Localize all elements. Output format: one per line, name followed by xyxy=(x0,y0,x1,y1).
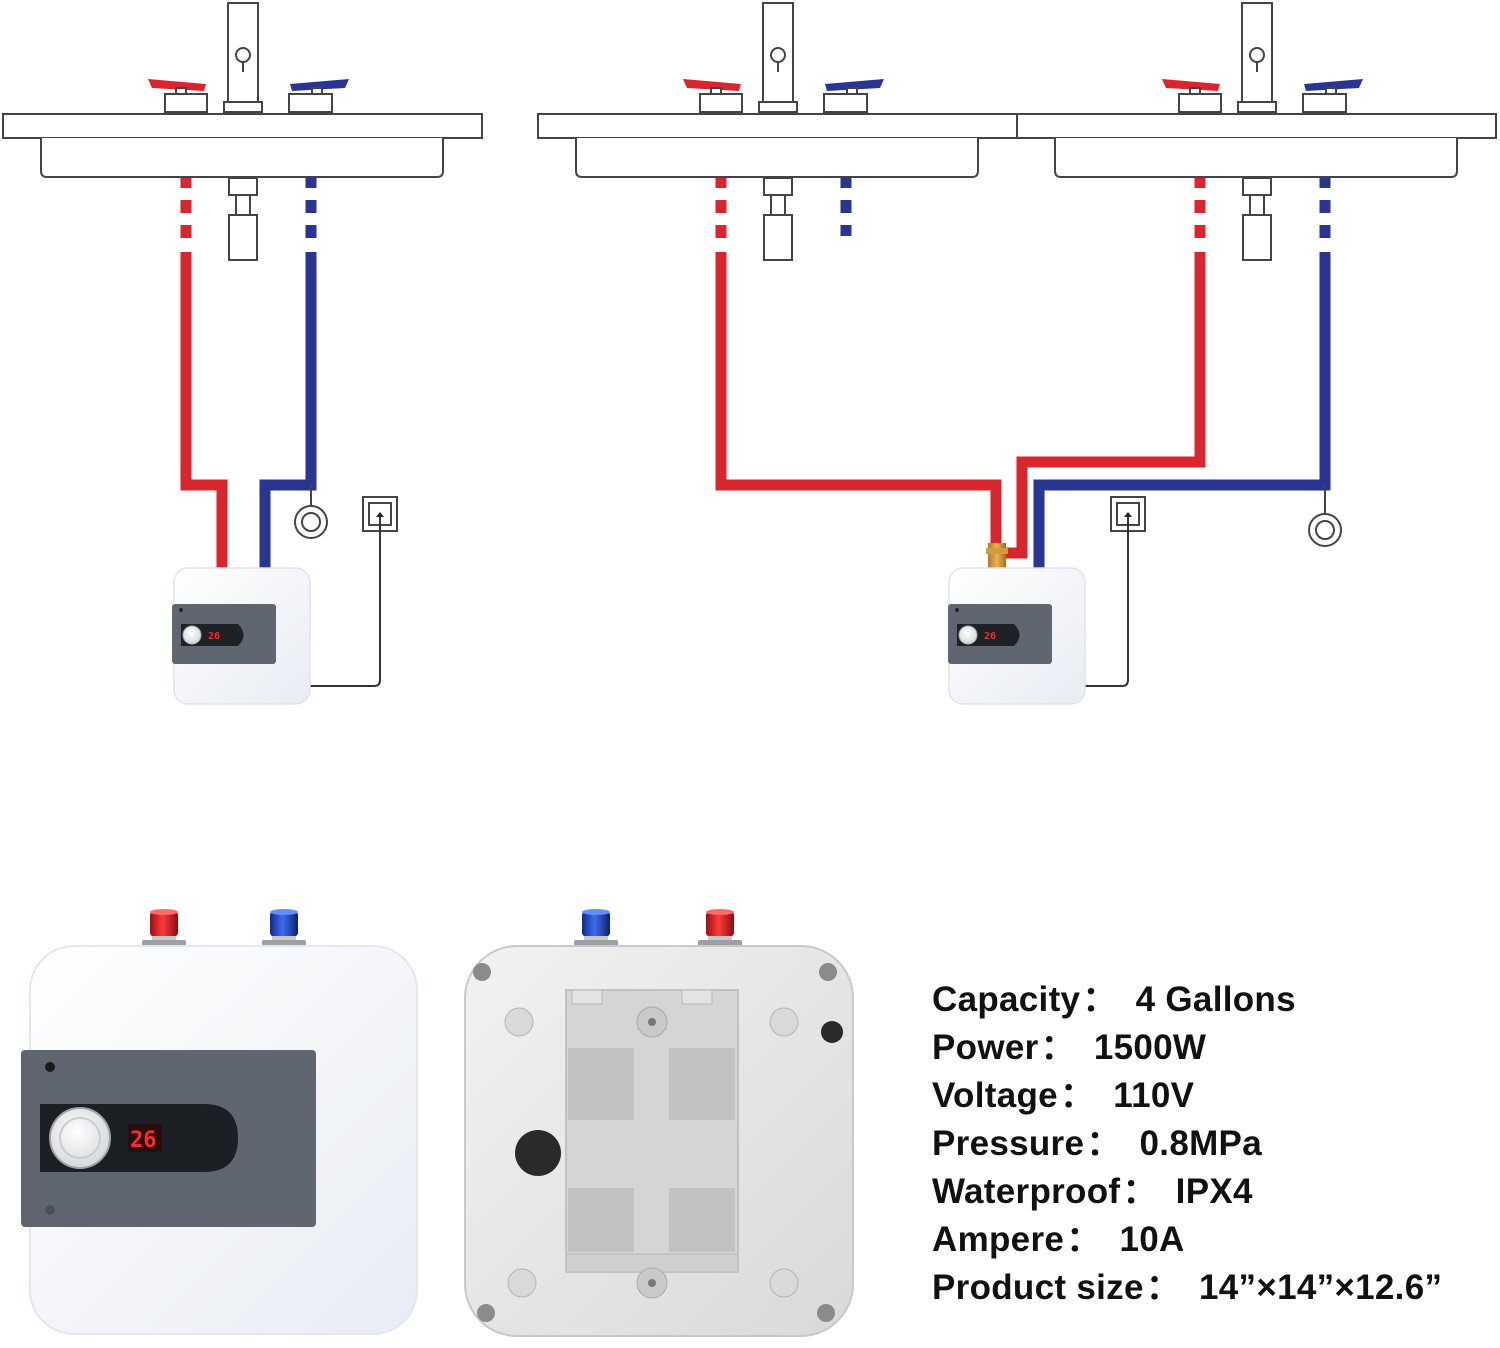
hot-water-pipe xyxy=(180,178,228,568)
spec-separator: ： xyxy=(1040,1028,1076,1067)
sink-2 xyxy=(537,2,1018,261)
temperature-knob-icon xyxy=(49,1107,111,1169)
spec-label: Voltage xyxy=(932,1076,1058,1115)
water-heater-icon: 26 xyxy=(172,567,311,705)
spec-row: Voltage： 110V xyxy=(932,1074,1492,1122)
shared-plumbing: 26 xyxy=(715,252,1342,705)
spec-value: 1500W xyxy=(1093,1028,1207,1067)
spec-label: Waterproof xyxy=(932,1172,1121,1211)
heater-display-small: 26 xyxy=(984,631,996,642)
cold-water-pipe xyxy=(1033,252,1331,568)
heater-front-view: 26 xyxy=(21,909,418,1335)
brass-tee-icon xyxy=(986,543,1008,569)
hot-handle-icon xyxy=(683,79,743,113)
sink-1: 26 xyxy=(2,2,483,705)
power-outlet-icon xyxy=(362,496,398,532)
pressure-valve-icon xyxy=(294,485,328,539)
spec-row: Pressure： 0.8MPa xyxy=(932,1122,1492,1170)
sink-icon xyxy=(1016,113,1497,178)
spec-row: Product size： 14”×14”×12.6” xyxy=(932,1266,1492,1314)
spec-value: 4 Gallons xyxy=(1135,980,1296,1019)
spec-separator: ： xyxy=(1145,1268,1182,1307)
cold-inlet-icon xyxy=(262,909,306,948)
drain-pipe-icon xyxy=(228,177,258,261)
spec-row: Capacity： 4 Gallons xyxy=(932,978,1492,1026)
power-cord xyxy=(1085,517,1129,687)
hot-water-pipe-sink-3 xyxy=(1004,252,1206,559)
cold-handle-icon xyxy=(1302,79,1363,113)
hot-water-pipe-sink-2 xyxy=(715,252,1002,545)
spec-value: 0.8MPa xyxy=(1139,1124,1262,1163)
mounting-bracket-icon xyxy=(565,989,739,1299)
spec-value: 110V xyxy=(1113,1076,1195,1115)
drain-pipe-icon xyxy=(1242,177,1272,261)
hot-handle-icon xyxy=(1162,79,1222,113)
spec-label: Capacity xyxy=(932,980,1081,1019)
spec-label: Ampere xyxy=(932,1220,1065,1259)
spec-separator: ： xyxy=(1059,1076,1096,1115)
spec-separator: ： xyxy=(1082,980,1118,1019)
hot-outlet-icon xyxy=(142,909,186,948)
cold-inlet-icon xyxy=(574,909,618,948)
heater-display-large: 26 xyxy=(130,1128,157,1153)
heater-back-view xyxy=(464,909,854,1337)
sink-icon xyxy=(2,113,483,178)
spec-value: IPX4 xyxy=(1175,1172,1253,1211)
spec-label: Product size xyxy=(932,1268,1144,1307)
faucet-icon xyxy=(223,2,263,113)
spec-row: Waterproof： IPX4 xyxy=(932,1170,1492,1218)
control-panel: 26 xyxy=(21,1050,316,1227)
spec-label: Pressure xyxy=(932,1124,1085,1163)
spec-row: Power： 1500W xyxy=(932,1026,1492,1074)
cold-handle-icon xyxy=(823,79,884,113)
spec-value: 10A xyxy=(1119,1220,1185,1259)
cold-water-pipe xyxy=(259,178,317,568)
spec-row: Ampere： 10A xyxy=(932,1218,1492,1266)
drain-pipe-icon xyxy=(763,177,793,261)
pressure-valve-icon xyxy=(1308,485,1342,547)
hot-handle-icon xyxy=(148,79,208,113)
spec-separator: ： xyxy=(1122,1172,1158,1211)
spec-label: Power xyxy=(932,1028,1039,1067)
heater-display-small: 26 xyxy=(208,631,220,642)
spec-value: 14”×14”×12.6” xyxy=(1199,1268,1443,1307)
sink-icon xyxy=(537,113,1018,178)
faucet-icon xyxy=(1237,2,1277,113)
sink-3 xyxy=(1016,2,1497,261)
power-cord xyxy=(310,517,381,687)
spec-separator: ： xyxy=(1086,1124,1122,1163)
spec-separator: ： xyxy=(1066,1220,1102,1259)
hot-outlet-icon xyxy=(698,909,742,948)
faucet-icon xyxy=(758,2,798,113)
water-heater-icon: 26 xyxy=(948,567,1086,705)
cold-handle-icon xyxy=(288,79,349,113)
